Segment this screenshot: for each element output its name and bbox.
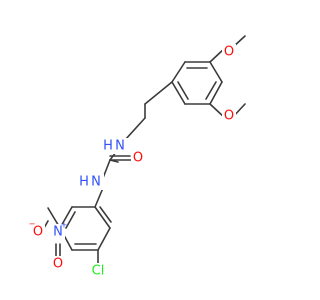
bond	[177, 81, 189, 100]
bond	[205, 81, 217, 100]
nitro-oxygen-negative-charge: −	[29, 220, 36, 229]
atom-label-layer: O O N H O N H O − N + O Cl	[29, 44, 236, 279]
urea-nitrogen-lower: N	[91, 175, 101, 190]
label-background	[88, 174, 104, 190]
methoxy-oxygen-side: O	[224, 109, 234, 124]
bond	[209, 81, 223, 105]
bond	[94, 187, 104, 208]
bond	[94, 206, 111, 229]
molecule-structure-diagram: O O N H O N H O − N + O Cl	[29, 35, 246, 279]
bond	[171, 81, 186, 105]
nitro-nitrogen-positive-charge: +	[61, 221, 68, 230]
nitro-oxygen-double: O	[53, 257, 63, 272]
bond	[102, 159, 111, 179]
methoxy-oxygen-top: O	[224, 45, 234, 60]
bond	[99, 206, 112, 223]
label-background	[112, 138, 128, 154]
bond-layer	[43, 35, 246, 267]
bond	[124, 117, 146, 141]
label-background	[31, 224, 45, 240]
bond	[144, 81, 173, 105]
bond	[209, 61, 223, 83]
label-background	[51, 256, 65, 272]
bond	[171, 61, 186, 83]
urea-carbonyl-oxygen: O	[133, 151, 143, 166]
bond	[65, 211, 76, 229]
label-background	[131, 150, 145, 166]
nitro-nitrogen: N	[53, 225, 63, 240]
chlorine-atom: Cl	[92, 264, 105, 279]
urea-nitrogen-lower-hydrogen: H	[79, 175, 89, 190]
label-background	[88, 263, 108, 279]
label-background	[222, 44, 236, 60]
nitro-oxygen-single: O	[33, 225, 43, 240]
label-background	[222, 108, 236, 124]
label-background	[51, 224, 65, 240]
urea-nitrogen-upper-hydrogen: H	[103, 139, 113, 154]
bond	[97, 227, 111, 251]
urea-nitrogen-upper: N	[115, 139, 125, 154]
